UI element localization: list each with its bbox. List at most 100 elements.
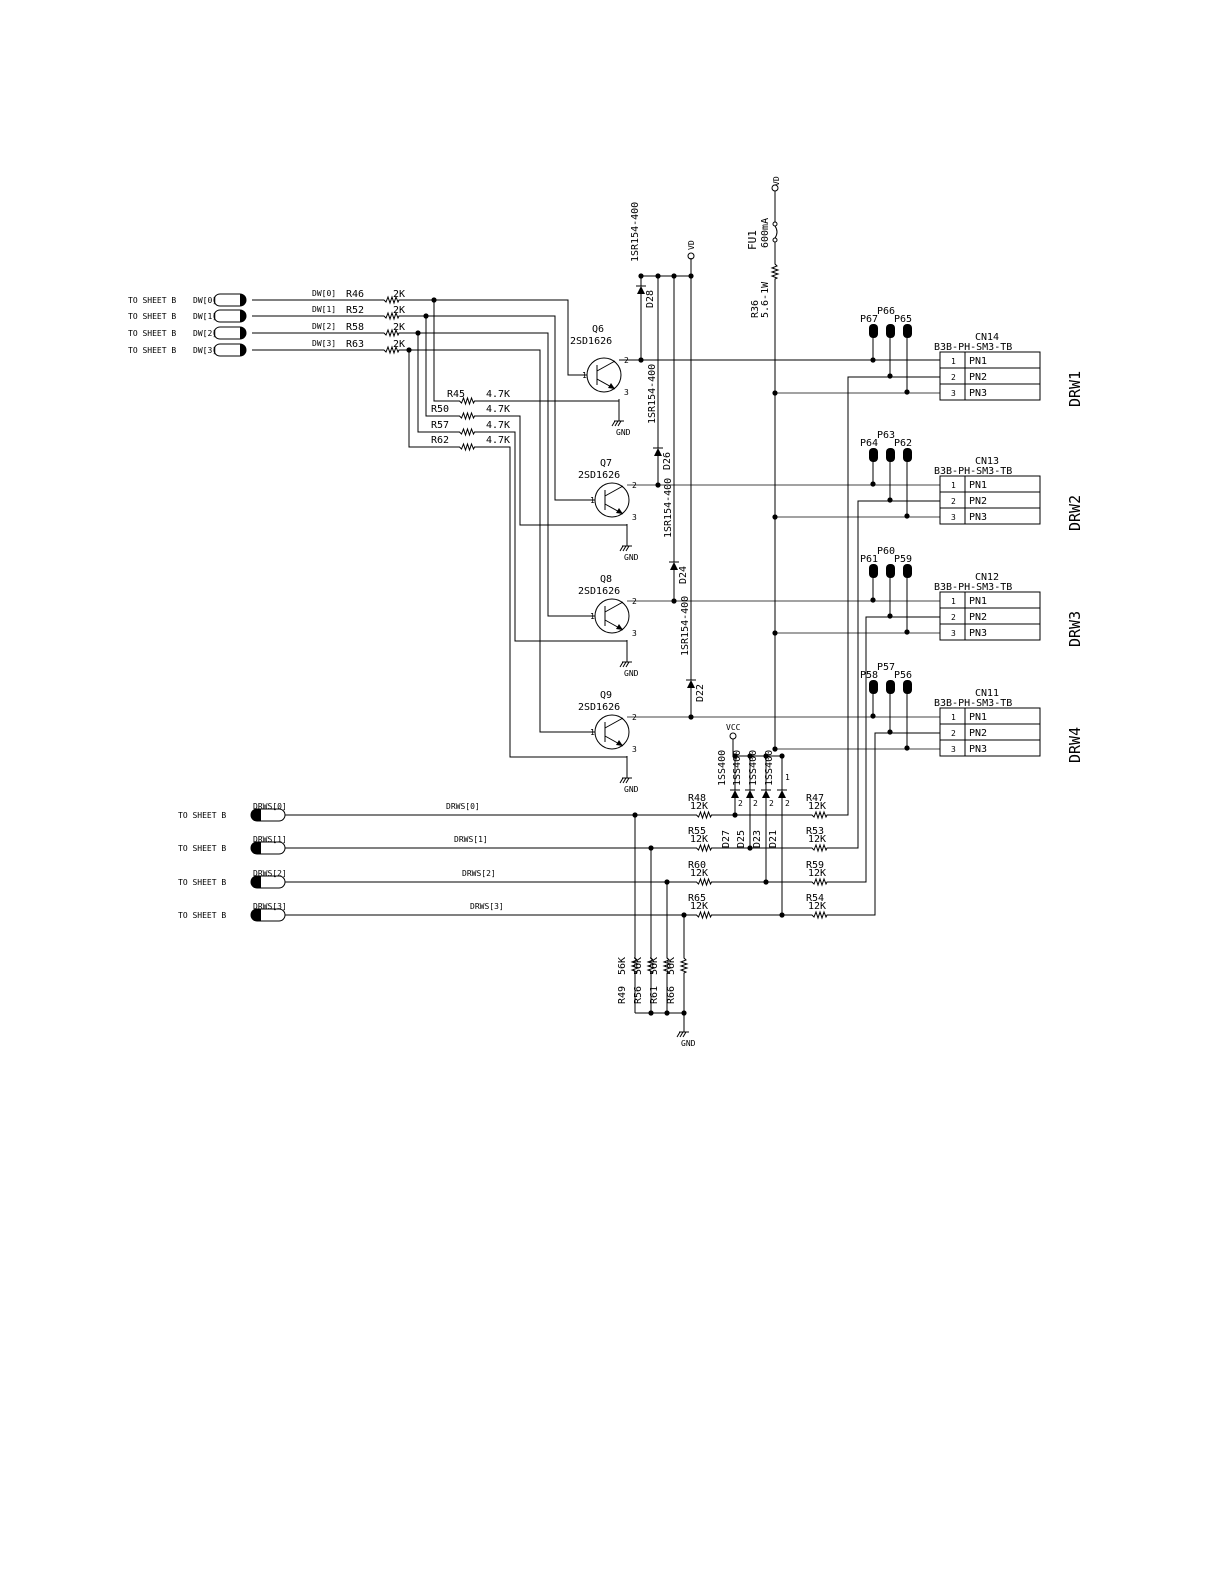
net-label: DW[0] bbox=[312, 289, 336, 298]
connector-ref: CN11 bbox=[975, 688, 999, 699]
gnd-label: GND bbox=[624, 669, 639, 678]
pad-label: P58 bbox=[860, 670, 878, 681]
junction-dot bbox=[655, 273, 661, 279]
drawer-label: DRW2 bbox=[1066, 495, 1084, 531]
pad-label: P63 bbox=[877, 430, 895, 441]
net-label: DRWS[1] bbox=[454, 835, 488, 844]
junction-dot bbox=[664, 879, 670, 885]
test-pad-icon bbox=[869, 680, 878, 694]
drawer-label: DRW1 bbox=[1066, 371, 1084, 407]
resistor-value: 12K bbox=[808, 901, 826, 912]
test-pad-icon bbox=[886, 324, 895, 338]
connector-pin-number: 1 bbox=[951, 713, 956, 722]
junction-dot bbox=[688, 273, 694, 279]
offsheet-port-icon bbox=[213, 309, 247, 323]
diode-ref: D23 bbox=[752, 830, 763, 848]
junction-dot bbox=[406, 347, 412, 353]
diode-ref: D21 bbox=[768, 830, 779, 848]
ground-icon bbox=[676, 1026, 689, 1038]
offsheet-port-icon bbox=[213, 326, 247, 340]
resistor-ref: R52 bbox=[346, 305, 364, 316]
connector-pin-number: 3 bbox=[951, 629, 956, 638]
resistor-ref: R46 bbox=[346, 289, 364, 300]
pin-number: 2 bbox=[785, 799, 790, 808]
junction-dot bbox=[747, 845, 753, 851]
sheet-ref-label: TO SHEET B bbox=[178, 911, 226, 920]
connector-pin-name: PN3 bbox=[969, 744, 987, 755]
connector-cn12 bbox=[939, 591, 1041, 641]
connector-cn13 bbox=[939, 475, 1041, 525]
diode-part: 1SR154-400 bbox=[630, 202, 641, 262]
connector-pin-number: 3 bbox=[951, 745, 956, 754]
junction-dot bbox=[648, 845, 654, 851]
wire bbox=[425, 316, 455, 417]
wire bbox=[404, 299, 587, 376]
diode-icon bbox=[745, 789, 755, 798]
junction-dot bbox=[638, 273, 644, 279]
transistor-part: 2SD1626 bbox=[578, 702, 620, 713]
net-label: DW[3] bbox=[312, 339, 336, 348]
connector-ref: CN12 bbox=[975, 572, 999, 583]
connector-ref: CN13 bbox=[975, 456, 999, 467]
npn-transistor-icon bbox=[594, 714, 630, 750]
vd-supply-icon bbox=[687, 252, 695, 260]
connector-pin-number: 2 bbox=[951, 729, 956, 738]
junction-dot bbox=[648, 1010, 654, 1016]
pad-label: P65 bbox=[894, 314, 912, 325]
sheet-ref-label: TO SHEET B bbox=[178, 878, 226, 887]
test-pad-icon bbox=[903, 680, 912, 694]
diode-ref: D28 bbox=[645, 290, 656, 308]
connector-pin-name: PN2 bbox=[969, 612, 987, 623]
resistor-value: 12K bbox=[808, 834, 826, 845]
net-label: DW[2] bbox=[312, 322, 336, 331]
junction-dot bbox=[772, 390, 778, 396]
base-resistor bbox=[378, 311, 404, 321]
test-pad-icon bbox=[903, 324, 912, 338]
junction-dot bbox=[664, 1010, 670, 1016]
connector-pin-number: 2 bbox=[951, 613, 956, 622]
connector-pin-name: PN2 bbox=[969, 728, 987, 739]
junction-dot bbox=[763, 753, 769, 759]
fuse-icon bbox=[772, 237, 778, 243]
ground-icon bbox=[619, 656, 632, 668]
pin-number: 2 bbox=[738, 799, 743, 808]
resistor-value: 4.7K bbox=[486, 435, 510, 446]
vd-label: VD bbox=[687, 240, 696, 250]
resistor-ref: R56 bbox=[633, 986, 644, 1004]
diode-icon bbox=[669, 561, 679, 570]
connector-part: B3B-PH-SM3-TB bbox=[934, 698, 1012, 709]
junction-dot bbox=[887, 373, 893, 379]
pulldown-resistor bbox=[679, 952, 689, 978]
resistor-value: 4.7K bbox=[486, 404, 510, 415]
junction-dot bbox=[904, 629, 910, 635]
junction-dot bbox=[904, 513, 910, 519]
junction-dot bbox=[431, 297, 437, 303]
fuse-icon bbox=[774, 225, 778, 239]
gnd-label: GND bbox=[616, 428, 631, 437]
junction-dot bbox=[887, 497, 893, 503]
test-pad-icon bbox=[903, 564, 912, 578]
pin-number: 2 bbox=[753, 799, 758, 808]
connector-pin-name: PN2 bbox=[969, 496, 987, 507]
junction-dot bbox=[763, 879, 769, 885]
net-label: DW[1] bbox=[312, 305, 336, 314]
pin-number: 2 bbox=[624, 356, 629, 365]
port-name-label: DRWS[2] bbox=[253, 869, 287, 878]
transistor-ref: Q9 bbox=[600, 690, 612, 701]
diode-icon bbox=[636, 285, 646, 294]
diode-icon bbox=[730, 789, 740, 798]
port-name-label: DRWS[0] bbox=[253, 802, 287, 811]
vcc-supply-icon bbox=[729, 732, 737, 740]
diode-icon bbox=[761, 789, 771, 798]
resistor-ref: R62 bbox=[431, 435, 449, 446]
test-pad-icon bbox=[886, 680, 895, 694]
vd-supply-icon bbox=[771, 184, 779, 192]
series-resistor bbox=[693, 810, 714, 820]
junction-dot bbox=[887, 613, 893, 619]
diode-ref: D22 bbox=[695, 684, 706, 702]
pin-number: 3 bbox=[632, 745, 637, 754]
connector-cn14 bbox=[939, 351, 1041, 401]
diode-ref: D26 bbox=[662, 452, 673, 470]
diode-part: 1SS400 bbox=[764, 750, 775, 786]
gnd-label: GND bbox=[624, 785, 639, 794]
